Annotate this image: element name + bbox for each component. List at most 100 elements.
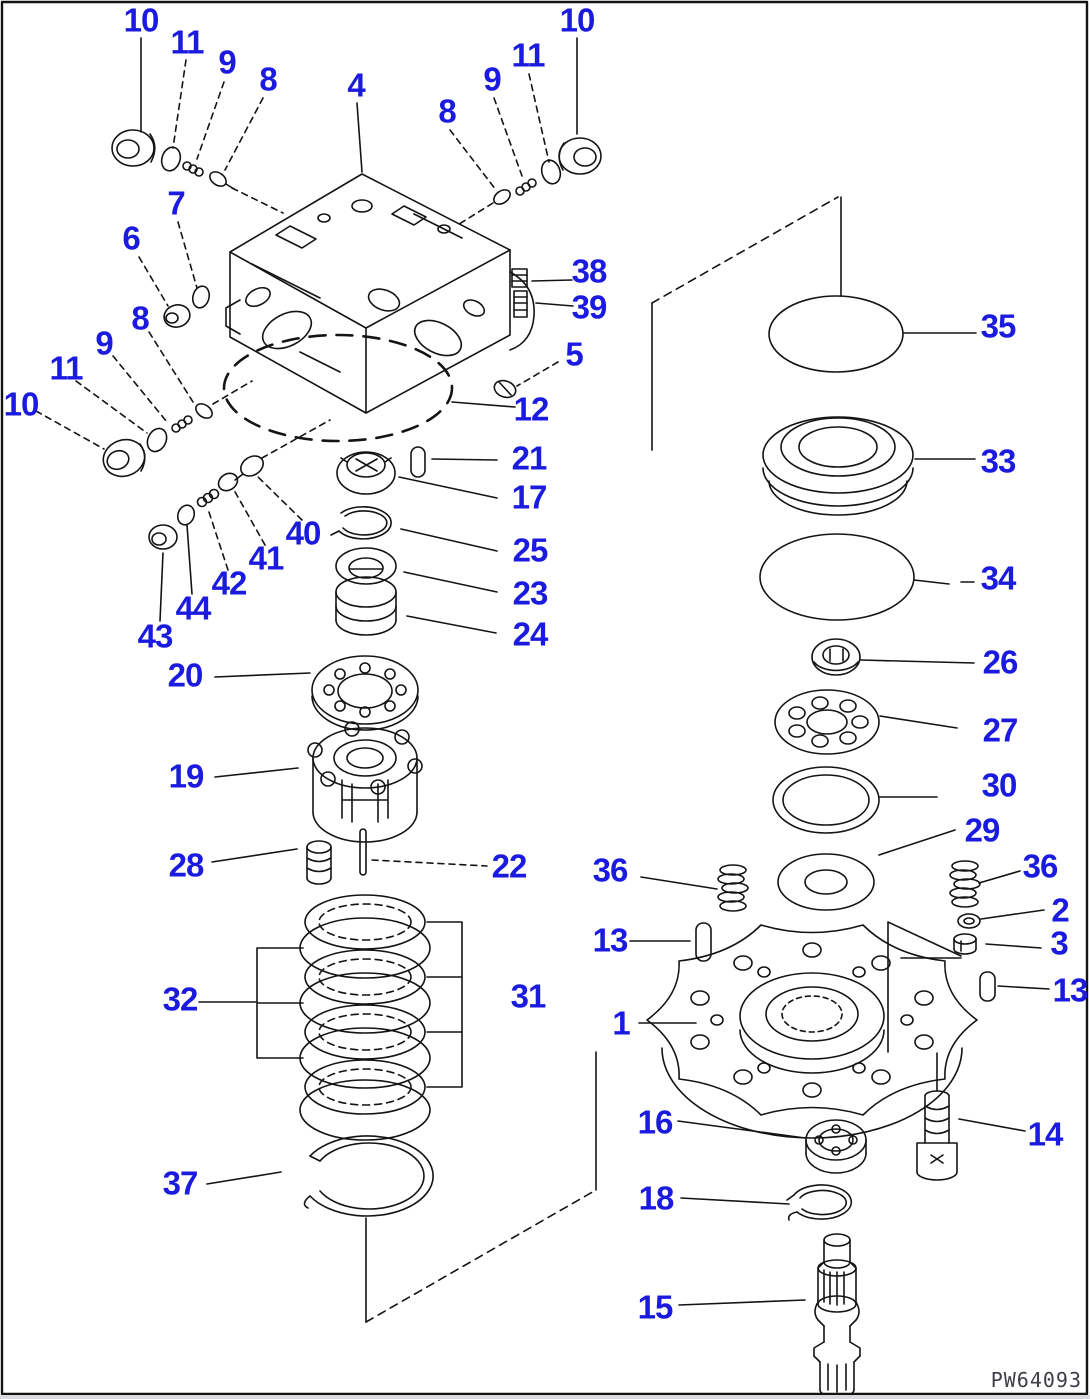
callout-15: 15 xyxy=(637,1288,674,1326)
part-6-plug xyxy=(163,304,191,328)
callout-33: 33 xyxy=(980,442,1017,480)
part-18-snap-ring xyxy=(786,1184,853,1221)
callout-34: 34 xyxy=(980,559,1017,597)
callout-29: 29 xyxy=(964,811,1001,849)
callout-36-a: 36 xyxy=(592,851,629,889)
callout-13-a: 13 xyxy=(592,921,629,959)
part-spring-top-right xyxy=(515,178,537,196)
part-38-breather xyxy=(511,268,528,288)
callout-4: 4 xyxy=(347,66,365,104)
part-17-bushing xyxy=(336,451,396,495)
part-35-oring xyxy=(768,295,904,373)
part-4-motor-case xyxy=(225,173,535,414)
part-19-cylinder-block xyxy=(307,721,423,843)
part-42-spring xyxy=(196,488,220,508)
part-36-spring-right xyxy=(949,860,981,908)
part-valve-top-left xyxy=(209,171,235,190)
part-plug-top-left xyxy=(111,129,156,167)
callout-27: 27 xyxy=(982,711,1019,749)
part-41-seat xyxy=(217,472,239,492)
part-2-oring xyxy=(957,913,981,929)
part-spring-top-left xyxy=(182,161,204,177)
callout-23: 23 xyxy=(512,574,549,612)
part-1-end-housing xyxy=(646,924,978,1139)
part-31-discs xyxy=(304,894,426,1115)
assembly-axis-valve-chain xyxy=(261,419,331,459)
part-40-valve xyxy=(234,455,264,481)
callout-30: 30 xyxy=(981,766,1018,804)
callout-16: 16 xyxy=(637,1103,674,1141)
callout-10-c: 10 xyxy=(3,385,40,423)
part-37-snap-ring xyxy=(303,1135,434,1217)
callout-13-b: 13 xyxy=(1052,971,1089,1009)
callout-19: 19 xyxy=(168,757,205,795)
callout-26: 26 xyxy=(982,643,1019,681)
leader-lines xyxy=(35,37,1050,1306)
callout-7: 7 xyxy=(167,184,185,222)
callout-11-a: 11 xyxy=(170,23,205,61)
part-oring-top-right xyxy=(540,159,562,185)
callout-20: 20 xyxy=(167,656,204,694)
part-5-screw xyxy=(493,379,517,399)
part-12-ring-rim xyxy=(222,333,454,443)
phantom-lines xyxy=(365,196,962,1323)
part-36-spring-left xyxy=(717,864,749,912)
part-3-nut xyxy=(953,933,977,955)
callout-24: 24 xyxy=(512,615,549,653)
callout-38: 38 xyxy=(571,252,608,290)
callout-10-b: 10 xyxy=(559,1,596,39)
part-43-plug xyxy=(148,524,178,550)
callout-8-b: 8 xyxy=(438,92,456,130)
callout-32: 32 xyxy=(162,980,199,1018)
callout-12: 12 xyxy=(513,390,550,428)
callout-11-c: 11 xyxy=(49,349,84,387)
part-plug-top-right xyxy=(558,137,602,175)
part-spring-left-mid xyxy=(171,415,193,433)
assembly-axis-left-mid xyxy=(212,380,253,405)
part-26-nut xyxy=(811,638,861,676)
part-20-bearing xyxy=(311,655,419,731)
callout-6: 6 xyxy=(122,219,140,257)
callout-9-a: 9 xyxy=(218,43,236,81)
callout-17: 17 xyxy=(511,478,548,516)
callout-41: 41 xyxy=(248,539,285,577)
part-24-sleeve xyxy=(335,576,397,636)
part-22-pin xyxy=(359,828,367,876)
part-valve-left-mid xyxy=(195,403,213,419)
assembly-axis-top-left xyxy=(231,187,284,214)
watermark: PW64093 xyxy=(990,1368,1082,1392)
callout-31: 31 xyxy=(510,977,547,1015)
callout-36-b: 36 xyxy=(1022,847,1059,885)
callout-25: 25 xyxy=(512,531,549,569)
callout-8-a: 8 xyxy=(259,60,277,98)
part-oring-left-mid xyxy=(146,427,168,453)
callout-9-b: 9 xyxy=(483,60,501,98)
part-15-shaft xyxy=(813,1233,861,1398)
part-23-seal xyxy=(335,547,397,585)
part-30-ring xyxy=(772,766,880,834)
callout-28: 28 xyxy=(168,846,205,884)
bracket-31 xyxy=(426,921,463,1088)
callout-35: 35 xyxy=(980,307,1017,345)
part-oring-top-left xyxy=(160,146,182,172)
callout-40: 40 xyxy=(285,514,322,552)
part-39-screw xyxy=(513,290,528,318)
part-28-spring-pin xyxy=(306,840,332,885)
page-edge-strip xyxy=(0,1395,1090,1399)
part-44-washer xyxy=(176,504,196,526)
callout-44: 44 xyxy=(175,589,212,627)
callout-11-b: 11 xyxy=(511,36,546,74)
part-plug-left-mid xyxy=(102,438,146,478)
callout-2: 2 xyxy=(1051,891,1069,929)
callout-21: 21 xyxy=(511,439,548,477)
part-13-pin-right xyxy=(979,971,996,1002)
assembly-axis-top-right xyxy=(455,202,494,227)
callout-5: 5 xyxy=(565,335,583,373)
callout-39: 39 xyxy=(571,288,608,326)
callout-10-a: 10 xyxy=(123,1,160,39)
callout-37: 37 xyxy=(162,1164,199,1202)
callout-22: 22 xyxy=(491,847,528,885)
